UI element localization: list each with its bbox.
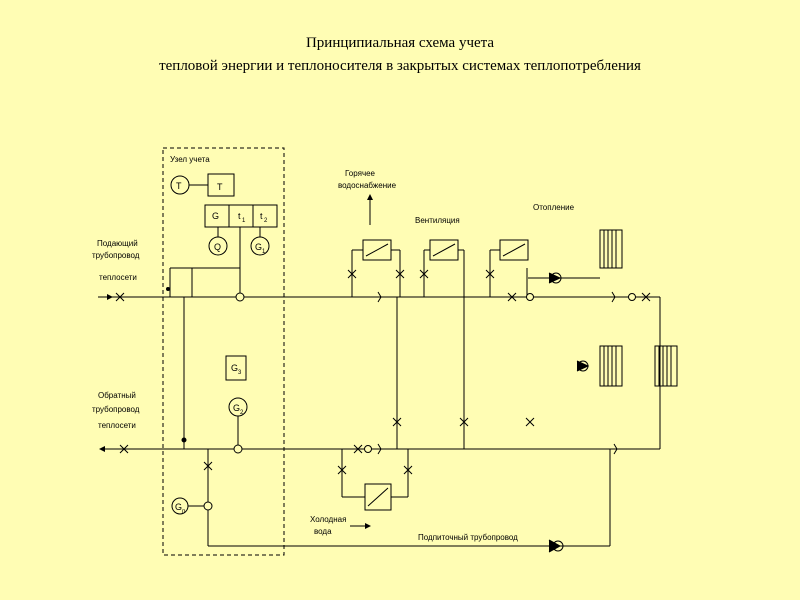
g2-sub: 2 — [240, 410, 244, 416]
return-label-1: Обратный — [98, 391, 136, 400]
calculator-block — [204, 204, 278, 228]
hot-water-label-2: водоснабжение — [338, 181, 397, 190]
radiator-top — [599, 229, 623, 269]
return-outlet-valve — [119, 444, 129, 454]
makeup-label: Подпиточный трубопровод — [418, 533, 518, 542]
ventilation-label: Вентиляция — [415, 216, 460, 225]
g3-sub: 3 — [238, 370, 242, 376]
t2-cell-sub: 2 — [264, 218, 268, 224]
t2-cell-symbol: t — [260, 211, 263, 221]
supply-label-1: Подающий — [97, 239, 138, 248]
t-box-symbol: T — [217, 182, 223, 192]
supply-inlet-valve — [115, 292, 125, 302]
g1-sub: 1 — [262, 249, 266, 255]
t-circle-symbol: T — [176, 181, 182, 191]
cold-water-label-1: Холодная — [310, 515, 346, 524]
gn-symbol: G — [175, 502, 182, 512]
supply-label-3: теплосети — [99, 273, 137, 282]
radiator-right — [654, 345, 678, 387]
radiator-middle — [599, 345, 623, 387]
t1-cell-sub: 1 — [242, 218, 246, 224]
supply-flowmeter — [235, 292, 245, 302]
q-symbol: Q — [214, 242, 221, 252]
g1-symbol: G — [255, 242, 262, 252]
return-label-2: трубопровод — [92, 405, 140, 414]
t1-cell-symbol: t — [238, 211, 241, 221]
g2-symbol: G — [233, 403, 240, 413]
heating-label: Отопление — [533, 203, 575, 212]
hot-water-label-1: Горячее — [345, 169, 376, 178]
return-label-3: теплосети — [98, 421, 136, 430]
return-flowmeter — [233, 444, 243, 454]
meter-unit-label: Узел учета — [170, 155, 210, 164]
gn-sub: п — [182, 509, 185, 515]
diagram-title-line-1: Принципиальная схема учета — [305, 35, 495, 51]
g3-symbol: G — [231, 363, 238, 373]
diagram-title-line-2: тепловой энергии и теплоносителя в закры… — [159, 58, 641, 74]
cold-water-label-2: вода — [314, 527, 332, 536]
thermometer-box — [207, 173, 235, 197]
flowmeter-g3-box — [225, 355, 247, 381]
g-cell-symbol: G — [212, 211, 219, 221]
supply-label-2: трубопровод — [92, 251, 140, 260]
meter-unit-frame — [162, 147, 285, 556]
